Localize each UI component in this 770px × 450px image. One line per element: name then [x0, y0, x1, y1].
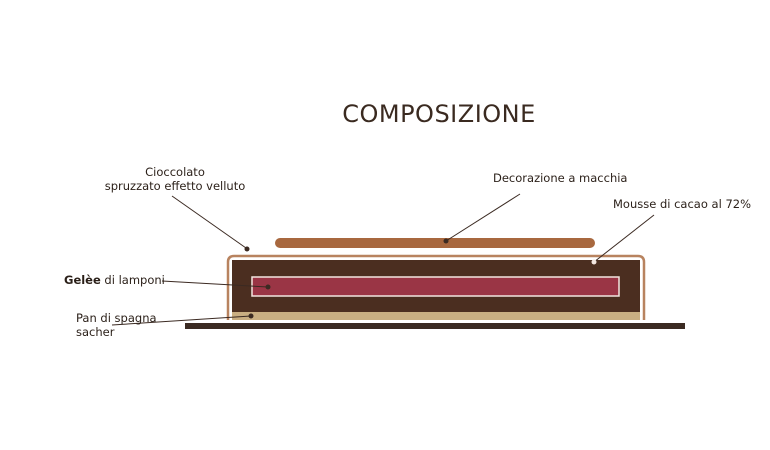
base-plate: [185, 323, 685, 329]
leader-dot-decoration: [443, 238, 449, 244]
label-gelee: Gelèe di lamponi: [64, 273, 165, 287]
diagram-title: COMPOSIZIONE: [342, 100, 536, 128]
label-mousse: Mousse di cacao al 72%: [613, 197, 751, 211]
leader-dot-coating: [244, 246, 250, 252]
label-gelee-rest: di lamponi: [100, 273, 165, 287]
leader-dot-mousse: [591, 259, 597, 265]
label-sponge: Pan di spagna sacher: [76, 311, 157, 339]
leader-line-decoration: [445, 193, 521, 242]
label-coating: Cioccolato spruzzato effetto velluto: [100, 165, 250, 193]
coating-layer: [226, 254, 646, 320]
label-coating-line2: spruzzato effetto velluto: [104, 179, 246, 193]
leader-line-gelee: [161, 280, 269, 288]
leader-line-coating: [171, 195, 247, 249]
label-coating-line1: Cioccolato: [145, 165, 205, 179]
leader-dot-gelee: [265, 284, 271, 290]
decoration-bar: [275, 238, 595, 248]
label-gelee-bold: Gelèe: [64, 273, 101, 287]
label-sponge-line1: Pan di spagna: [76, 311, 157, 325]
leader-line-mousse: [593, 214, 655, 263]
gelee-layer: [251, 276, 620, 297]
sponge-layer: [232, 312, 640, 320]
label-decoration: Decorazione a macchia: [493, 171, 628, 185]
label-sponge-line2: sacher: [76, 325, 115, 339]
leader-dot-sponge: [248, 313, 254, 319]
leader-line-sponge: [111, 315, 252, 326]
